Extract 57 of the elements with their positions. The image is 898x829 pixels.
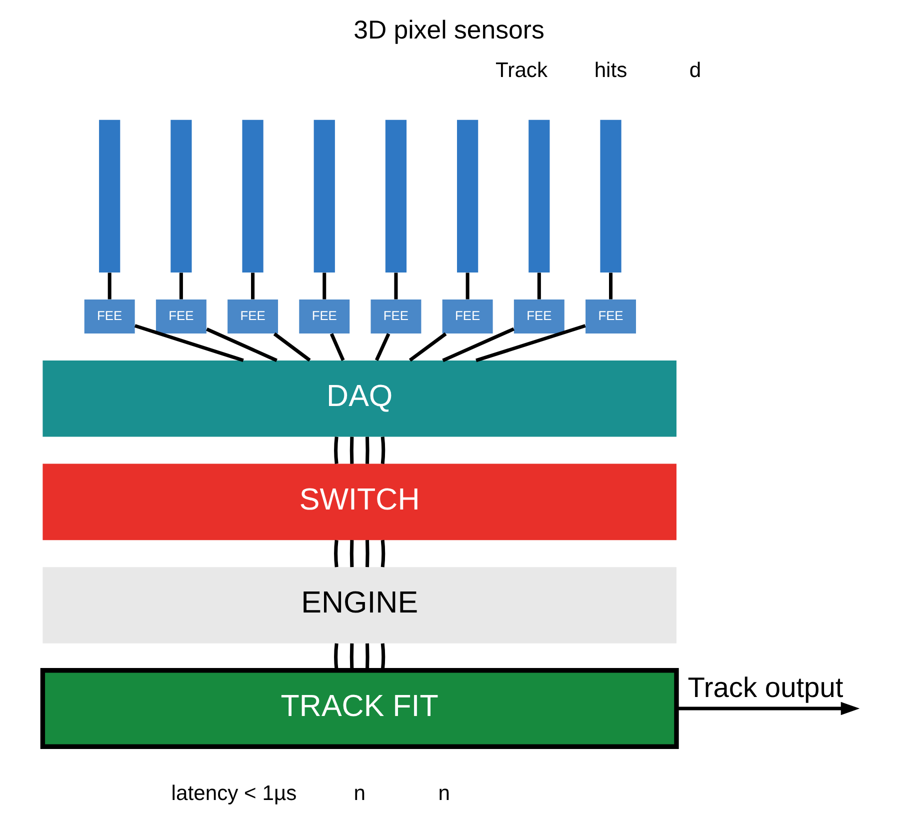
connector	[350, 643, 354, 670]
diagram-title: 3D pixel sensors	[354, 16, 544, 44]
node-bar	[528, 120, 550, 272]
connector	[330, 333, 345, 361]
connector	[476, 324, 586, 362]
node-box: SWITCH	[42, 464, 676, 540]
label: hits	[594, 58, 628, 82]
connector	[334, 540, 338, 568]
connector	[466, 272, 470, 300]
connector	[334, 436, 338, 464]
connector	[334, 643, 338, 671]
connector	[366, 643, 370, 670]
node-box: FEE	[514, 299, 564, 334]
connector	[394, 272, 398, 300]
node-box: FEE	[228, 299, 278, 334]
connector	[206, 328, 278, 362]
edge-label: Track output	[688, 672, 844, 704]
connector	[350, 436, 354, 464]
node-box: TRACK FIT	[40, 668, 679, 749]
connector	[442, 327, 515, 362]
label: n	[438, 782, 450, 805]
connector	[350, 540, 354, 568]
node-box: FEE	[156, 299, 206, 334]
connector	[322, 272, 326, 300]
node-box: FEE	[299, 299, 350, 334]
node-box: FEE	[442, 299, 493, 334]
connector	[374, 333, 390, 361]
connector	[134, 324, 244, 362]
node-bar	[242, 120, 264, 272]
node-box: DAQ	[42, 360, 676, 437]
label: d	[689, 58, 702, 82]
connector	[609, 272, 613, 300]
node-bar	[314, 120, 335, 272]
connector	[273, 332, 311, 362]
node-bar	[385, 120, 407, 272]
connector	[366, 540, 370, 568]
node-bar	[170, 120, 192, 272]
node-box: FEE	[370, 299, 422, 334]
node-bar	[600, 120, 622, 272]
node-box: FEE	[586, 299, 636, 334]
arrow	[676, 702, 860, 716]
connector	[251, 272, 255, 300]
label: n	[354, 782, 366, 805]
label: Track	[496, 58, 548, 82]
connector	[380, 540, 386, 568]
connector	[108, 272, 112, 300]
connector	[380, 436, 386, 464]
node-box: FEE	[84, 299, 135, 334]
node-bar	[99, 120, 120, 272]
label: latency < 1µs	[171, 782, 297, 805]
connector	[537, 272, 541, 300]
node-box: ENGINE	[42, 567, 676, 644]
connector	[366, 436, 370, 464]
connector	[380, 643, 386, 670]
connector	[408, 332, 447, 362]
node-bar	[457, 120, 478, 272]
connector	[179, 272, 183, 300]
